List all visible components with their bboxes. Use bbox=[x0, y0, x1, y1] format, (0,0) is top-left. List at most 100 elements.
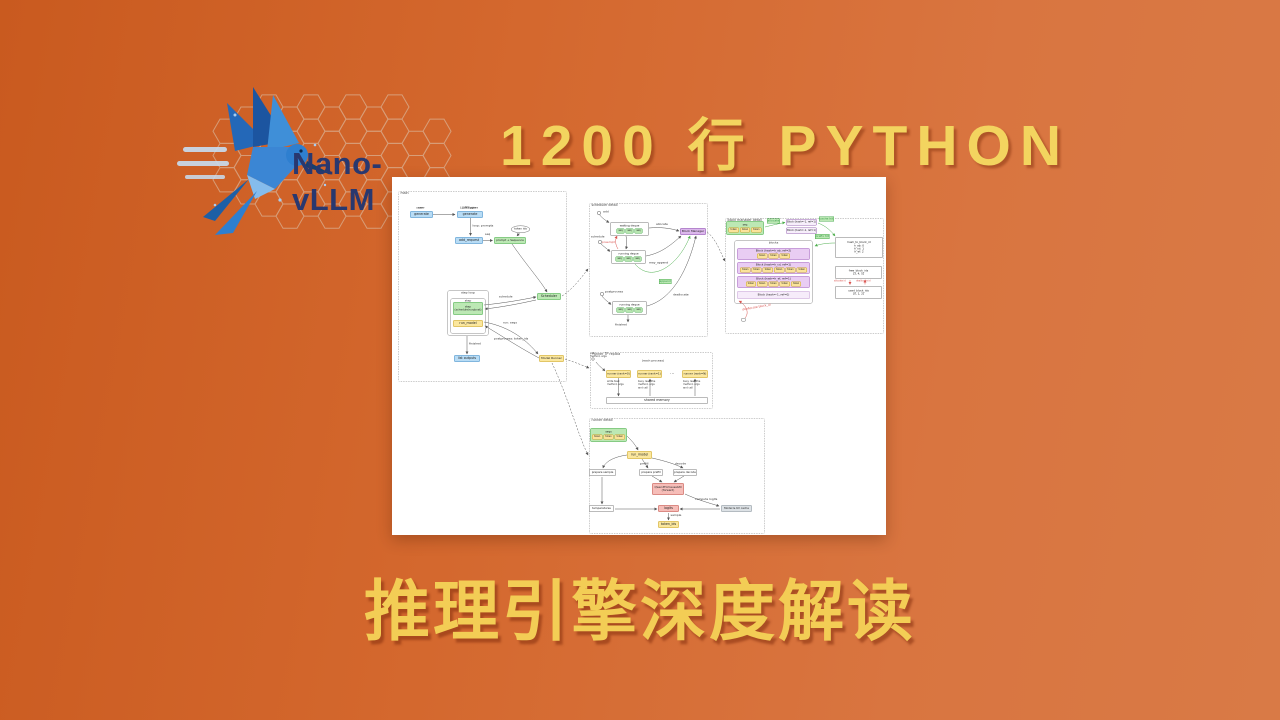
node-qwen3-text: Qwen3ForCausalLM bbox=[654, 485, 682, 489]
label-busy-read-2-text: and call bbox=[683, 386, 693, 390]
node-scheduler: Scheduler bbox=[537, 293, 561, 300]
node-block-row-4: Block (hash=-1, ref=0) bbox=[737, 291, 810, 299]
node-running-deque-2-chip: seq bbox=[634, 307, 643, 313]
node-logits-text: logits bbox=[664, 506, 673, 511]
node-prepare-sample: prepare sample bbox=[589, 469, 616, 476]
edge-label-schedule: schedule bbox=[499, 295, 512, 299]
edge-label-prefix-hit-text: prefix hit bbox=[815, 234, 829, 239]
label-busy-read-1-text: busy read the bbox=[638, 380, 656, 383]
edge-label-preempt: preempt bbox=[602, 241, 615, 245]
node-engine-generate-text: generate bbox=[462, 212, 478, 217]
edge-7 bbox=[483, 321, 539, 355]
container-step-loop-label: step loop bbox=[461, 291, 475, 295]
node-engine-generate: generate bbox=[457, 211, 483, 218]
container-blocks: blocks bbox=[734, 240, 813, 304]
label-call-args: call:method, args bbox=[590, 352, 607, 358]
edge-label-loop-prompts-text: loop: prompts bbox=[472, 224, 494, 228]
node-prepare-prefill: prepare prefill bbox=[639, 469, 663, 476]
edge-label-sample: sample bbox=[671, 514, 682, 518]
edge-label-decode: decode bbox=[675, 462, 686, 466]
label-each-process: (each process) bbox=[642, 359, 664, 363]
node-seq-chip: token bbox=[739, 227, 751, 233]
node-used-block-ids-text: [0, 1, 2] bbox=[853, 292, 864, 296]
node-hash-to-block-id-text: h_ef: 2 bbox=[854, 250, 864, 254]
edge-label-postprocess-text: postprocess: token_ids bbox=[494, 337, 529, 341]
section-scheduler-detail: scheduler detail bbox=[589, 203, 708, 337]
edge-label-schedule-text: schedule bbox=[499, 295, 513, 299]
node-block-new-2: Block (hash=-1, ref=1) bbox=[786, 227, 817, 234]
edge-40 bbox=[684, 493, 720, 507]
section-main-label: main bbox=[400, 191, 409, 195]
section-runner-tp: runner TP replica bbox=[590, 352, 713, 409]
node-free-block-ids: free_block_ids[3, 4, 5] bbox=[835, 266, 882, 279]
node-prompt-sequence: prompt + Sequence bbox=[494, 237, 526, 244]
label-write-task-text: write task: bbox=[607, 380, 621, 383]
label-busy-read-1-text: method, args bbox=[638, 383, 655, 387]
node-running-deque-chip: seq bbox=[615, 256, 624, 262]
hexagon-cell bbox=[338, 118, 368, 144]
node-used-block-ids: used_block_ids[0, 1, 2] bbox=[835, 286, 882, 299]
node-block-new-2-text: Block (hash=-1, ref=1) bbox=[787, 228, 816, 232]
node-hash-to-block-id-text: h_ab: 0 bbox=[853, 244, 865, 248]
node-run-model-2: run_model bbox=[627, 451, 652, 459]
edge-37 bbox=[651, 457, 684, 469]
node-user-generate-caption: user bbox=[418, 206, 425, 210]
node-block-row-1-chip: token bbox=[768, 253, 779, 259]
label-add-text: add bbox=[603, 210, 609, 214]
node-used-block-ids-text: used_block_ids bbox=[848, 289, 869, 293]
node-block-row-2-chip: token bbox=[785, 267, 796, 273]
edge-label-allocate-id-text: allocate id bbox=[834, 280, 846, 283]
node-shared-memory-text: shared memory bbox=[644, 398, 670, 403]
edge-label-decode-text: decode bbox=[675, 462, 686, 466]
node-block-new-1-text: Block (hash=-1, ref=1) bbox=[787, 220, 816, 224]
node-block-manager: Block Manager bbox=[680, 228, 706, 235]
node-run-model: run_model bbox=[453, 320, 483, 327]
entry-postprocess bbox=[600, 292, 604, 296]
label-schedule-entry-text: schedule bbox=[591, 235, 605, 239]
label-schedule-entry: schedule bbox=[591, 235, 604, 239]
node-user-generate-text: generate bbox=[414, 212, 429, 217]
node-model-runner: Model Runner bbox=[539, 355, 564, 362]
edge-label-run: run: seqs bbox=[503, 321, 517, 325]
edge-label-deallocate-id-text: deallocate id bbox=[856, 280, 871, 283]
edge-label-cache-hit-text: cache hit bbox=[819, 217, 834, 221]
node-temperatures: temperatures bbox=[589, 505, 614, 512]
node-block-row-1-chip: token bbox=[779, 253, 790, 259]
hexagon-cell bbox=[296, 118, 326, 144]
label-llmengine-text: LLMEngine bbox=[460, 206, 477, 210]
edge-14 bbox=[648, 227, 680, 232]
node-runner-rank0-text: runner (rank=0) bbox=[607, 372, 630, 376]
edge-label-allocate-block: allocate bbox=[767, 218, 780, 224]
node-seqs-chip: token bbox=[592, 434, 603, 440]
edge-label-allocate-block-text: allocate bbox=[767, 219, 780, 223]
edge-label-run-text: run: seqs bbox=[503, 321, 517, 325]
node-seqs-chip: token bbox=[603, 434, 614, 440]
hexagon-cell bbox=[380, 118, 410, 144]
entry-call bbox=[591, 357, 595, 361]
node-block-row-3-title: Block (hash=h_ef, ref=1) bbox=[756, 277, 791, 281]
edge-label-append: append bbox=[659, 279, 672, 284]
node-runner-rankN: runner (rank=N) bbox=[682, 370, 708, 378]
node-block-row-3-chip: token bbox=[757, 281, 768, 287]
node-block-row-2-chip: token bbox=[740, 267, 751, 273]
node-scheduler-text: Scheduler bbox=[540, 294, 558, 299]
node-model-kv-cache-text: Model & KV cache bbox=[724, 506, 749, 510]
node-shared-memory: shared memory bbox=[606, 397, 708, 404]
label-call-args-text: method, args bbox=[590, 355, 607, 359]
node-waiting-deque-chip: seq bbox=[634, 228, 643, 234]
node-seqs-chip: token bbox=[614, 434, 625, 440]
node-runner-rank0: runner (rank=0) bbox=[606, 370, 631, 378]
edge-label-compute-logits-text: compute logits bbox=[695, 497, 718, 502]
edge-label-loop-prompts: loop: prompts bbox=[473, 224, 494, 228]
node-engine-generate-caption: LLMEngine bbox=[461, 206, 479, 210]
edge-label-allocate-id: allocate id bbox=[834, 280, 846, 283]
edge-label-seq: seq bbox=[485, 233, 490, 237]
hexagon-cell bbox=[338, 94, 368, 120]
label-postprocess-entry: postprocess bbox=[605, 290, 623, 294]
